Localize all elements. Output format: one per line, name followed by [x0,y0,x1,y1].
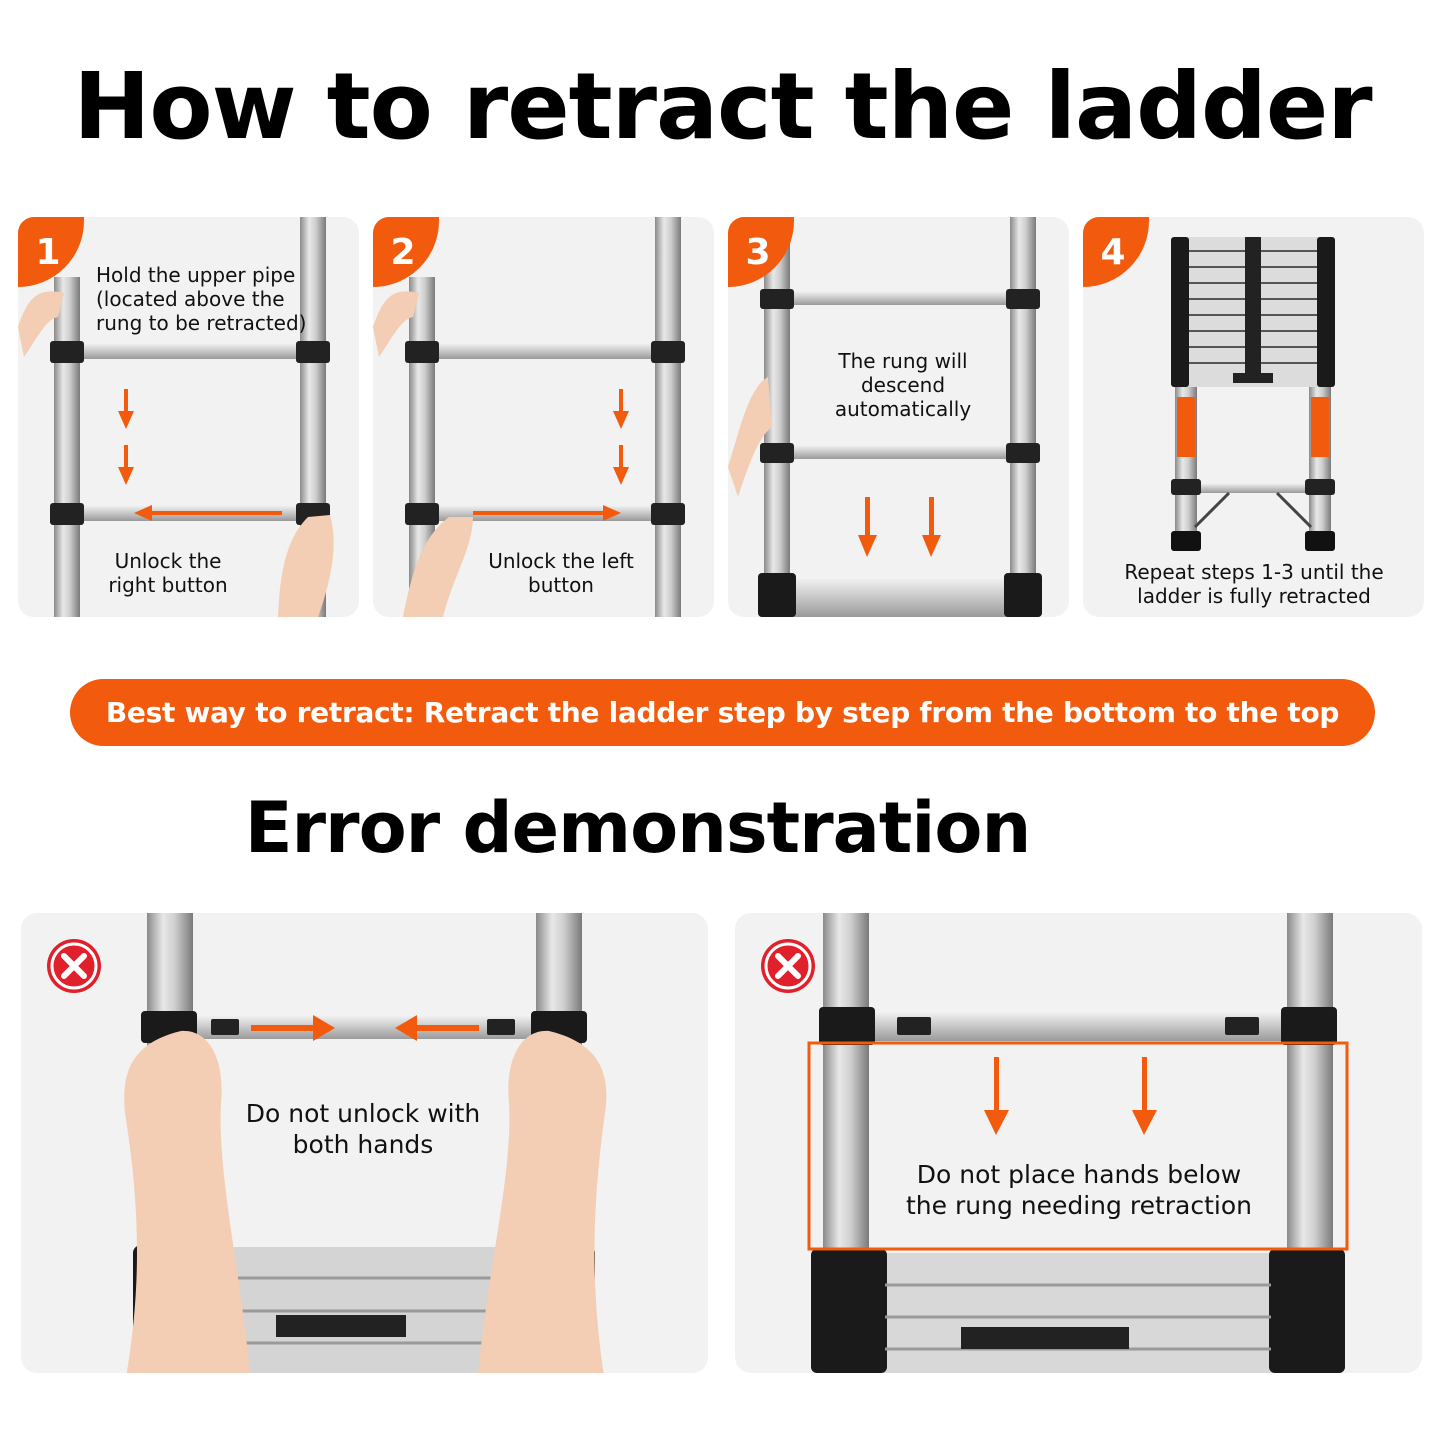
error-x-icon [761,939,815,993]
step-badge-1: 1 [18,217,84,287]
error-panel-2: Do not place hands below the rung needin… [735,913,1422,1373]
step-1-caption: Unlock the right button [108,549,228,597]
ladder-illustration-step-2 [373,217,685,617]
step-1-instruction: Hold the upper pipe (located above the r… [96,263,307,335]
step-panel-4: 4 Repeat steps 1-3 until the ladder is f… [1083,217,1424,617]
tip-banner: Best way to retract: Retract the ladder … [70,679,1375,746]
step-panel-2: 2 Unlock the left button [373,217,714,617]
page-title: How to retract the ladder [73,53,1372,160]
step-4-caption: Repeat steps 1-3 until the ladder is ful… [1124,560,1384,608]
error-2-text: Do not place hands below the rung needin… [906,1160,1252,1220]
step-panel-1: 1 Hold the upper pipe (located above the… [18,217,359,617]
error-illustration-hands-below [807,913,1349,1373]
error-illustration-both-hands [124,913,607,1373]
error-1-text: Do not unlock with both hands [245,1099,481,1159]
ladder-illustration-step-3 [728,217,1042,617]
step-3-instruction: The rung will descend automatically [834,349,972,421]
error-panel-1: Do not unlock with both hands [21,913,708,1373]
ladder-illustration-step-1 [18,217,334,617]
step-panel-3: 3 The rung will descend automatically [728,217,1069,617]
section-title-error: Error demonstration [244,787,1032,869]
step-2-caption: Unlock the left button [488,549,634,597]
error-x-icon [47,939,101,993]
retracted-ladder-illustration [1171,237,1335,551]
